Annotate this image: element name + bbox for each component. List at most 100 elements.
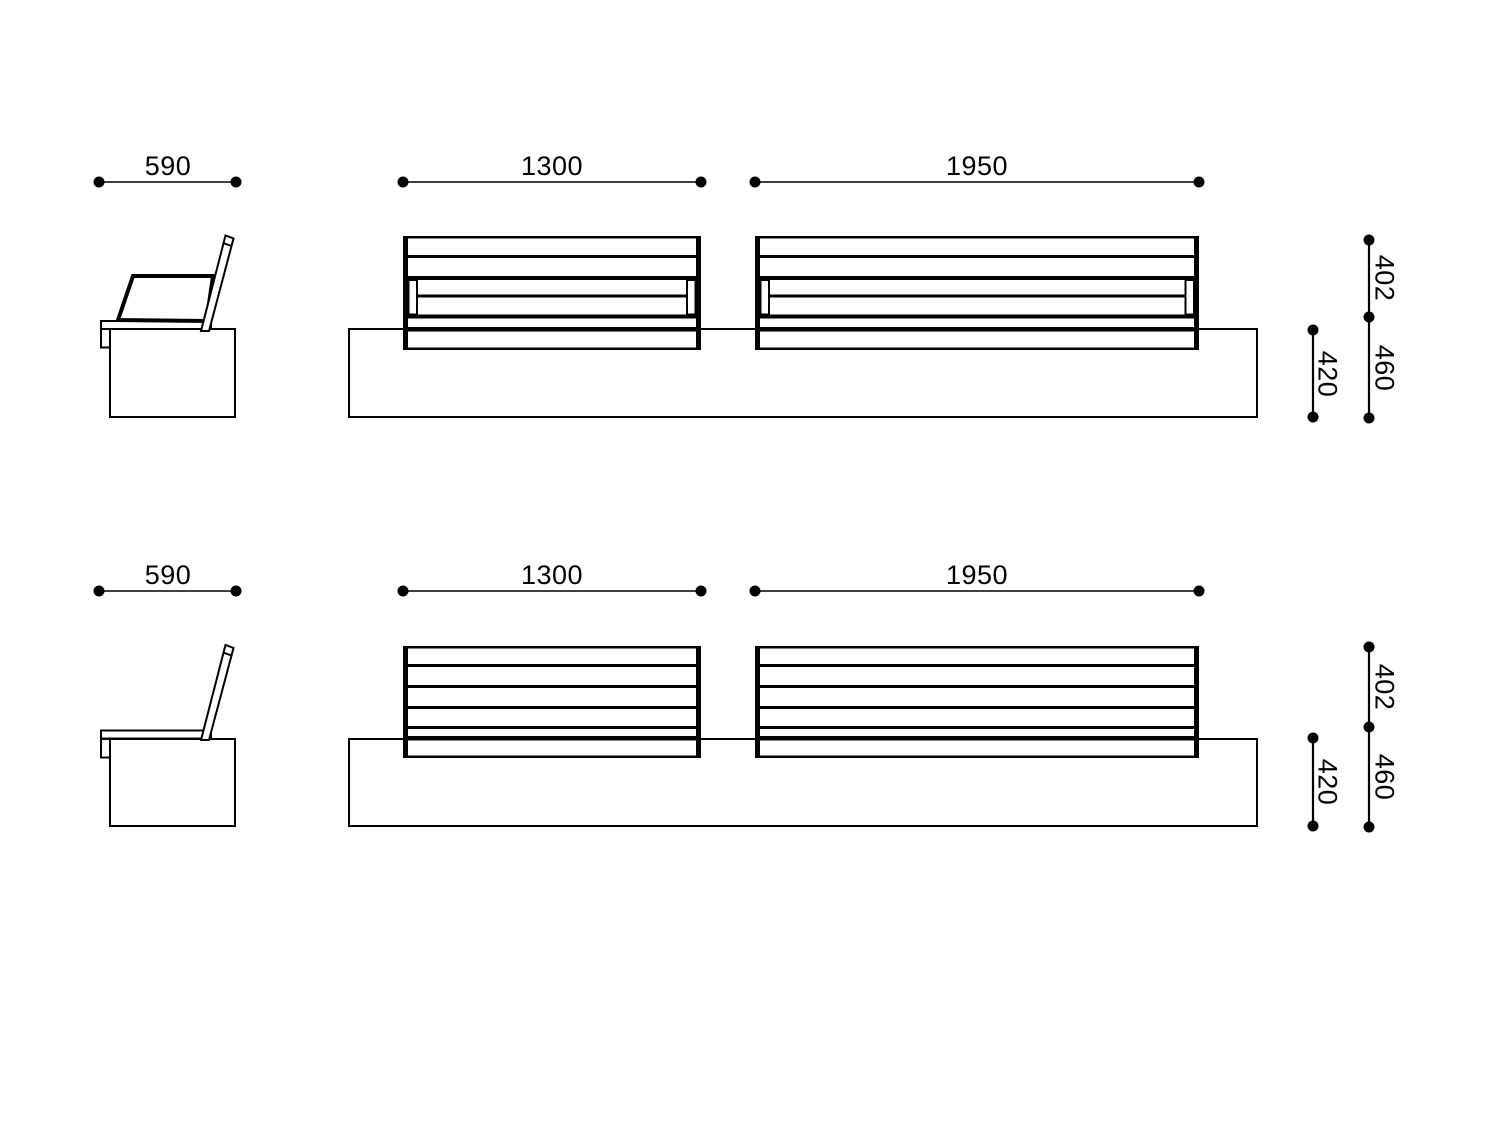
end-post bbox=[1194, 646, 1199, 758]
seat-end-cap bbox=[686, 279, 697, 316]
dimension-dot bbox=[1307, 324, 1319, 336]
dimension-dot bbox=[1307, 732, 1319, 744]
seat-pad bbox=[115, 274, 216, 324]
seat-end-cap bbox=[1184, 279, 1195, 316]
bottom-rail bbox=[403, 347, 701, 350]
base-rail bbox=[760, 736, 1194, 741]
top-rail bbox=[403, 646, 701, 649]
dimension-dot bbox=[1193, 176, 1205, 188]
seat-end-cap bbox=[407, 279, 418, 316]
slat-line bbox=[760, 685, 1194, 688]
dimension-dot bbox=[749, 585, 761, 597]
seat-edge-line bbox=[760, 314, 1194, 319]
backrest-strut bbox=[199, 234, 235, 332]
width-dimensions: 590 1300 1950 bbox=[93, 560, 1205, 597]
slat-line bbox=[408, 255, 696, 258]
dimension-dot bbox=[1363, 821, 1375, 833]
slat-line bbox=[760, 726, 1194, 729]
slat-line bbox=[408, 276, 696, 280]
bottom-rail bbox=[755, 755, 1199, 758]
seat-edge-line bbox=[408, 314, 696, 319]
backrest-joint-line bbox=[223, 242, 233, 248]
seat-plate bbox=[100, 729, 212, 740]
width-dimensions: 590 1300 1950 bbox=[93, 151, 1205, 188]
dimension-dot bbox=[1307, 411, 1319, 423]
bottom-rail bbox=[755, 347, 1199, 350]
dimension-label-backrest-height: 402 bbox=[1370, 664, 1400, 711]
dimension-label-module2-width: 1950 bbox=[946, 560, 1008, 590]
dimension-dot bbox=[230, 585, 242, 597]
dimension-label-module2-width: 1950 bbox=[946, 151, 1008, 181]
module-1950-front bbox=[755, 236, 1199, 350]
side-view bbox=[100, 234, 236, 418]
dimension-dot bbox=[93, 585, 105, 597]
dimension-label-module1-width: 1300 bbox=[521, 151, 583, 181]
seat-slat-line bbox=[769, 294, 1186, 298]
bottom-rail bbox=[403, 755, 701, 758]
dimension-dot bbox=[1363, 721, 1375, 733]
seat-bracket bbox=[100, 738, 111, 759]
module-1300-front bbox=[403, 646, 701, 758]
end-post bbox=[755, 646, 760, 758]
slat-line bbox=[408, 685, 696, 688]
end-post bbox=[1194, 236, 1199, 350]
slat-line bbox=[408, 706, 696, 709]
end-post bbox=[755, 236, 760, 350]
dimension-dot bbox=[1193, 585, 1205, 597]
dimension-label-seat-height: 460 bbox=[1370, 754, 1400, 801]
side-view bbox=[100, 643, 236, 827]
dimension-label-side-width: 590 bbox=[145, 560, 192, 590]
slat-line bbox=[408, 726, 696, 729]
top-rail bbox=[755, 646, 1199, 649]
backrest-strut bbox=[199, 643, 235, 741]
end-post bbox=[403, 236, 408, 350]
dimension-dot bbox=[1307, 820, 1319, 832]
dimension-dot bbox=[397, 176, 409, 188]
dimension-label-side-width: 590 bbox=[145, 151, 192, 181]
plinth-side bbox=[109, 738, 236, 827]
dimension-label-plinth-height: 420 bbox=[1313, 759, 1343, 806]
dimension-dot bbox=[1363, 641, 1375, 653]
dimension-label-module1-width: 1300 bbox=[521, 560, 583, 590]
seat-end-cap bbox=[759, 279, 770, 316]
dimension-dot bbox=[749, 176, 761, 188]
bench-body bbox=[755, 646, 1199, 758]
end-post bbox=[696, 646, 701, 758]
dimension-label-plinth-height: 420 bbox=[1313, 351, 1343, 398]
bench-body bbox=[403, 236, 701, 350]
dimension-dot bbox=[93, 176, 105, 188]
slat-line bbox=[760, 706, 1194, 709]
bench-body bbox=[755, 236, 1199, 350]
bench-body bbox=[403, 646, 701, 758]
base-rail bbox=[408, 736, 696, 741]
row-variant-slats: 590 1300 1950 402 460 420 bbox=[93, 560, 1400, 833]
module-1950-front bbox=[755, 646, 1199, 758]
top-rail bbox=[755, 236, 1199, 239]
dimension-dot bbox=[397, 585, 409, 597]
dimension-dot bbox=[1363, 412, 1375, 424]
plinth-side bbox=[109, 328, 236, 418]
base-rail bbox=[408, 327, 696, 332]
row-variant-cushion: 590 1300 1950 402 460 420 bbox=[93, 151, 1400, 424]
dimension-dot bbox=[1363, 311, 1375, 323]
dimension-dot bbox=[695, 585, 707, 597]
dimension-label-backrest-height: 402 bbox=[1370, 255, 1400, 302]
base-rail bbox=[760, 327, 1194, 332]
slat-line bbox=[760, 276, 1194, 280]
top-rail bbox=[403, 236, 701, 239]
height-dimensions: 402 460 420 bbox=[1307, 234, 1400, 424]
backrest-joint-line bbox=[223, 651, 233, 657]
dimension-dot bbox=[695, 176, 707, 188]
end-post bbox=[403, 646, 408, 758]
height-dimensions: 402 460 420 bbox=[1307, 641, 1400, 833]
slat-line bbox=[408, 664, 696, 667]
module-1300-front bbox=[403, 236, 701, 350]
dimension-dot bbox=[1363, 234, 1375, 246]
slat-line bbox=[760, 664, 1194, 667]
dimension-dot bbox=[230, 176, 242, 188]
seat-slat-line bbox=[417, 294, 687, 298]
dimension-label-seat-height: 460 bbox=[1370, 345, 1400, 392]
slat-line bbox=[760, 255, 1194, 258]
